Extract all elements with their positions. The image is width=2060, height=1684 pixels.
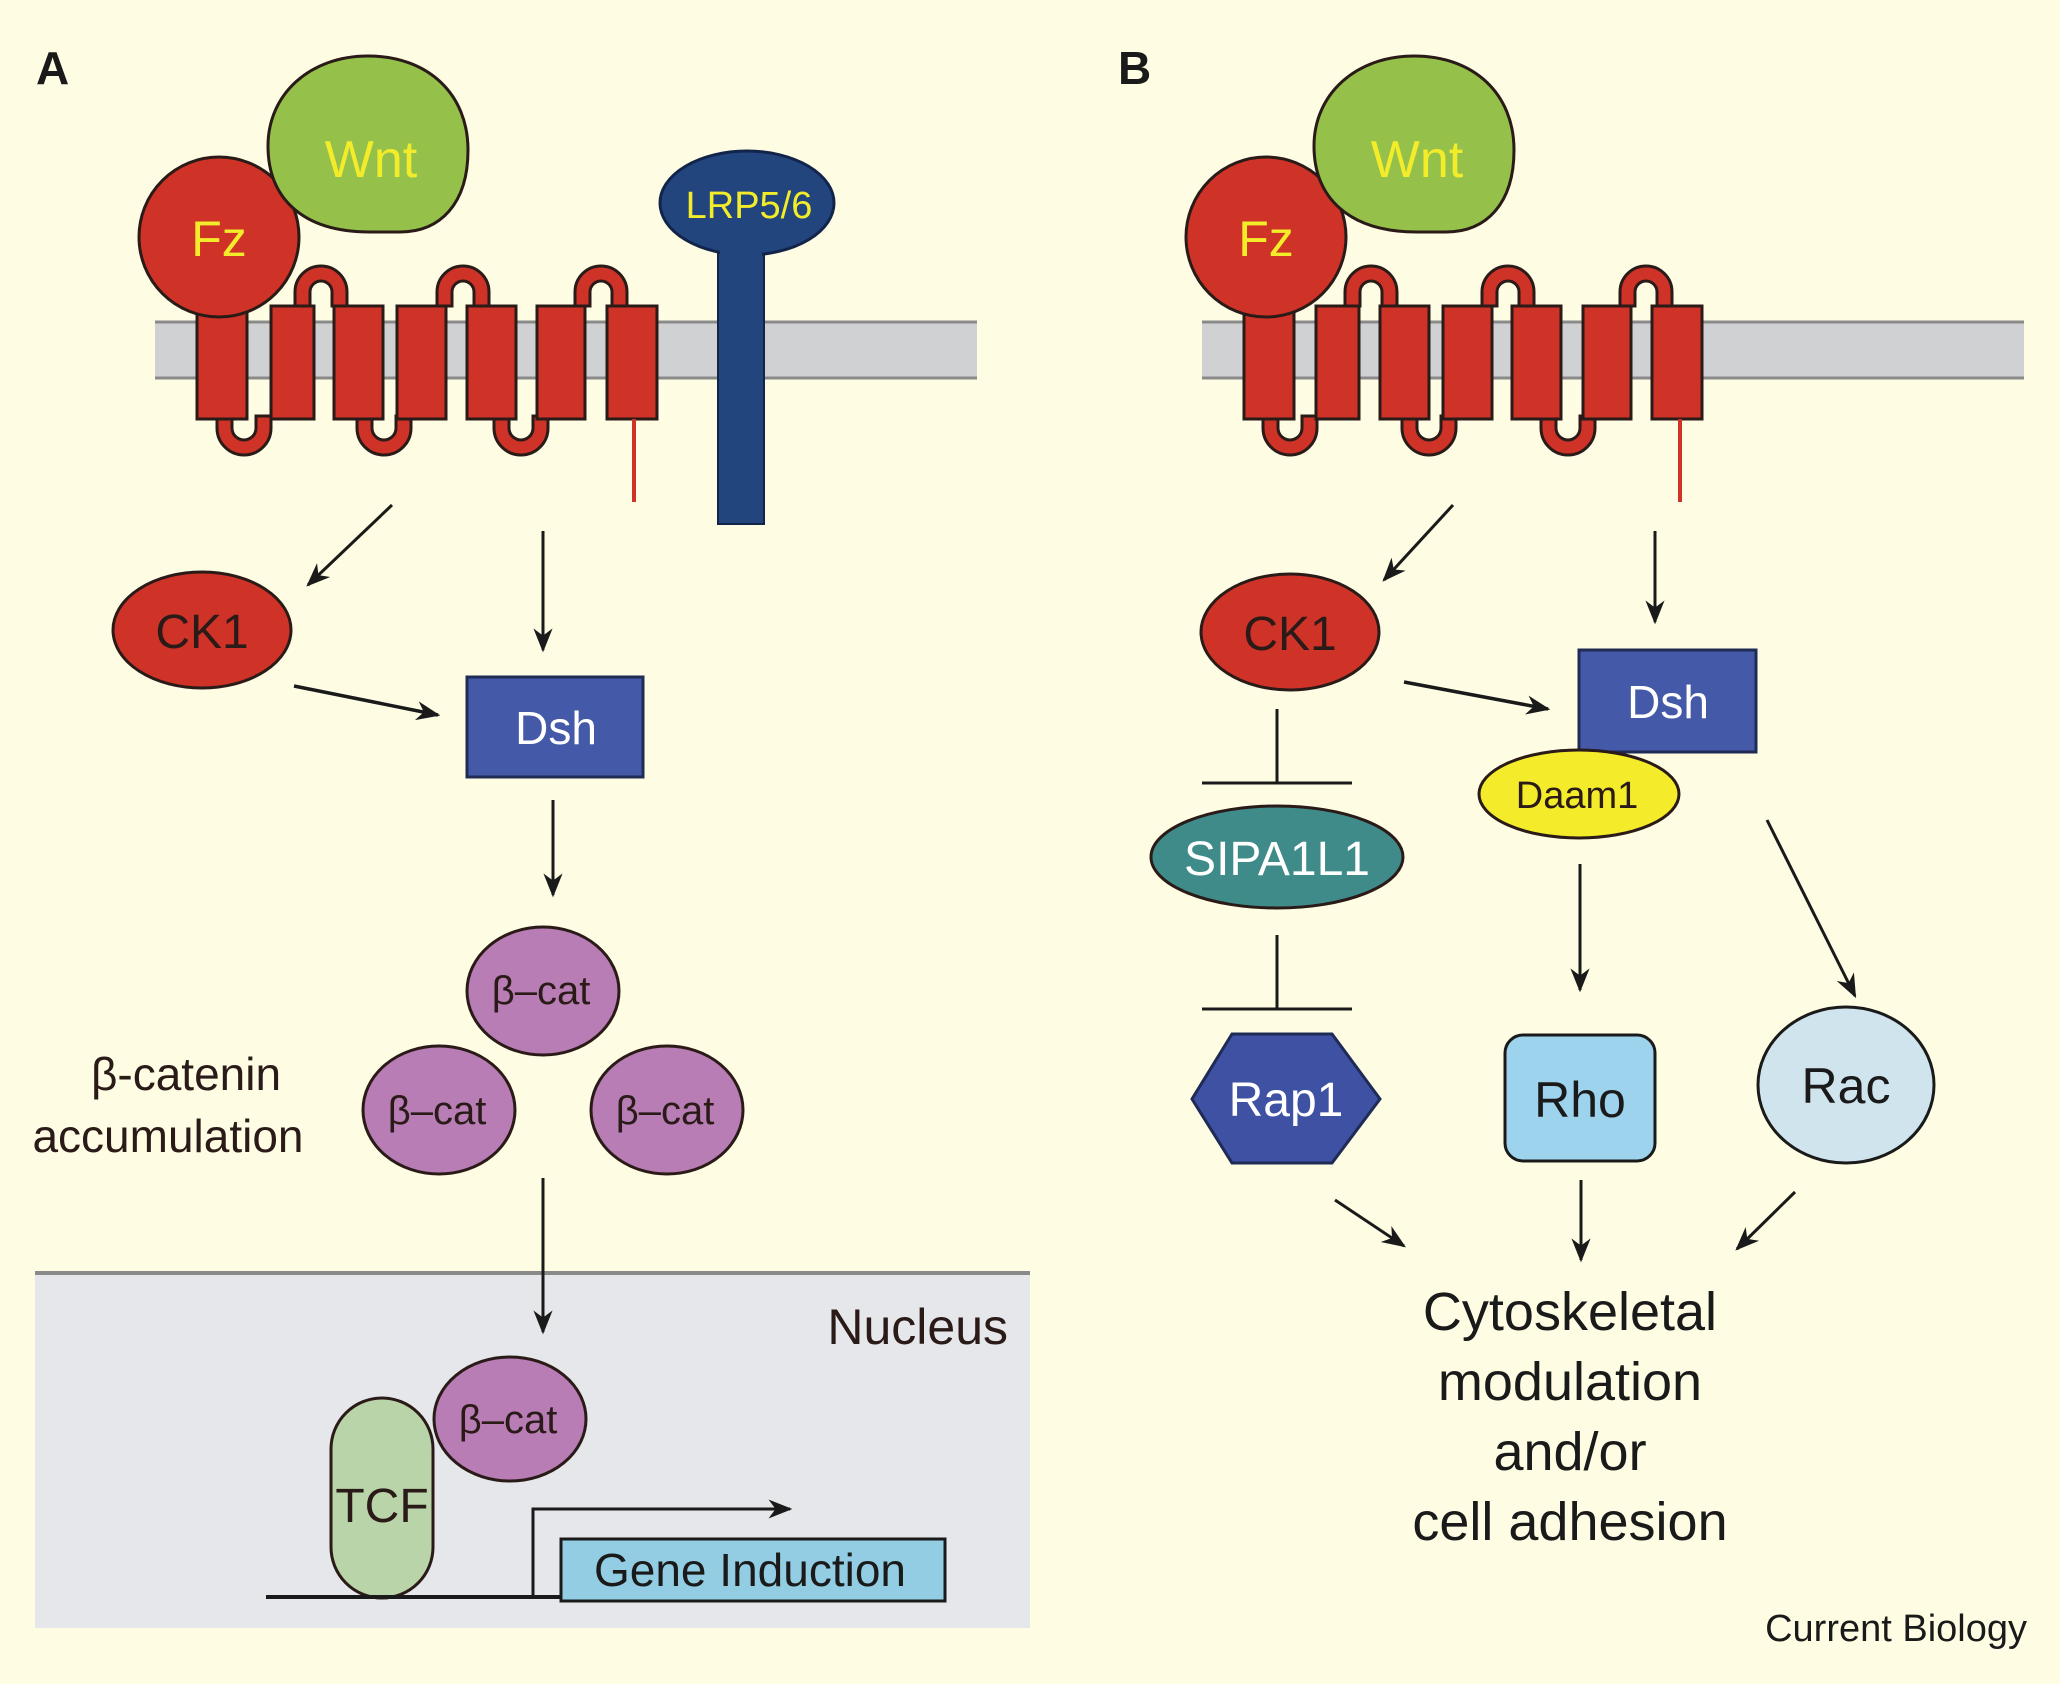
beta-cat-cluster: β–cat β–cat β–cat: [361, 925, 745, 1176]
beta-cat-node: [361, 1044, 517, 1176]
arrow-fz-to-ck1: [306, 503, 394, 587]
panel-b-label: B: [1118, 42, 1151, 94]
sipa1l1-node: [1149, 804, 1405, 910]
wnt-ligand: [266, 54, 470, 234]
nuclear-beta-cat-node: [432, 1355, 588, 1483]
sipa1l1-label: SIPA1L1: [1184, 833, 1370, 886]
daam1-label: Daam1: [1516, 775, 1639, 817]
wnt-label: Wnt: [1371, 131, 1464, 189]
dsh-node: [465, 675, 645, 779]
fz-label: Fz: [1238, 211, 1294, 267]
rap1-node: [1190, 1032, 1382, 1165]
arrow-ck1-to-dsh: [1403, 680, 1551, 715]
wnt-label: Wnt: [325, 131, 418, 189]
transcription-start-arrow: [531, 1499, 793, 1597]
outcome-line: modulation: [1438, 1352, 1702, 1412]
inhibition-ck1-sipa1l1: [1202, 709, 1352, 785]
frizzled-receptor: [1242, 264, 1704, 457]
lrp-label: LRP5/6: [686, 185, 813, 227]
rho-node: [1503, 1033, 1657, 1163]
ck1-node: [1199, 572, 1381, 692]
beta-cat-label: β–cat: [616, 1089, 715, 1133]
beta-cat-node: [465, 925, 621, 1057]
fz-domain: [1184, 155, 1348, 319]
outcome-line: Cytoskeletal: [1423, 1282, 1717, 1342]
beta-cat-node: [589, 1044, 745, 1176]
arrow-ck1-to-dsh: [293, 684, 441, 721]
arrow-rac-to-outcome: [1735, 1190, 1797, 1251]
outcome-line: cell adhesion: [1412, 1492, 1727, 1552]
ck1-node: [111, 570, 293, 690]
outcome-text: Cytoskeletal modulation and/or cell adhe…: [1412, 1282, 1727, 1552]
rap1-label: Rap1: [1229, 1074, 1344, 1127]
inhibition-sipa1l1-rap1: [1202, 935, 1352, 1011]
beta-cat-label: β–cat: [492, 969, 591, 1013]
accumulation-label-line2: accumulation: [32, 1110, 303, 1162]
panel-a: A Fz Wnt: [32, 42, 1030, 1628]
rac-label: Rac: [1802, 1058, 1891, 1114]
arrow-dsh-to-rac: [1765, 819, 1857, 999]
arrow-fz-to-ck1: [1382, 503, 1455, 582]
panel-a-label: A: [36, 42, 69, 94]
dsh-label: Dsh: [1627, 676, 1709, 728]
tcf-label: TCF: [335, 1480, 428, 1533]
arrow-rap1-to-outcome: [1334, 1198, 1406, 1248]
gene-induction-box: [559, 1537, 947, 1603]
nuclear-beta-cat-label: β–cat: [459, 1398, 558, 1442]
lrp-coreceptor: [658, 149, 836, 525]
beta-cat-label: β–cat: [388, 1089, 487, 1133]
fz-domain: [137, 155, 301, 319]
accumulation-label-line1: β-catenin: [91, 1048, 281, 1100]
ck1-label: CK1: [1243, 608, 1336, 661]
outcome-line: and/or: [1493, 1422, 1646, 1482]
panel-b: B Fz Wnt CK1: [1118, 42, 2027, 1650]
fz-label: Fz: [191, 211, 247, 267]
daam1-node: [1477, 748, 1681, 840]
dsh-node: [1577, 648, 1758, 754]
rac-node: [1756, 1005, 1936, 1165]
rho-label: Rho: [1534, 1072, 1626, 1128]
journal-credit: Current Biology: [1765, 1608, 2027, 1650]
wnt-ligand: [1312, 54, 1516, 234]
dsh-label: Dsh: [515, 702, 597, 754]
gene-induction-label: Gene Induction: [594, 1544, 906, 1596]
ck1-label: CK1: [155, 606, 248, 659]
nucleus-label: Nucleus: [827, 1299, 1008, 1355]
